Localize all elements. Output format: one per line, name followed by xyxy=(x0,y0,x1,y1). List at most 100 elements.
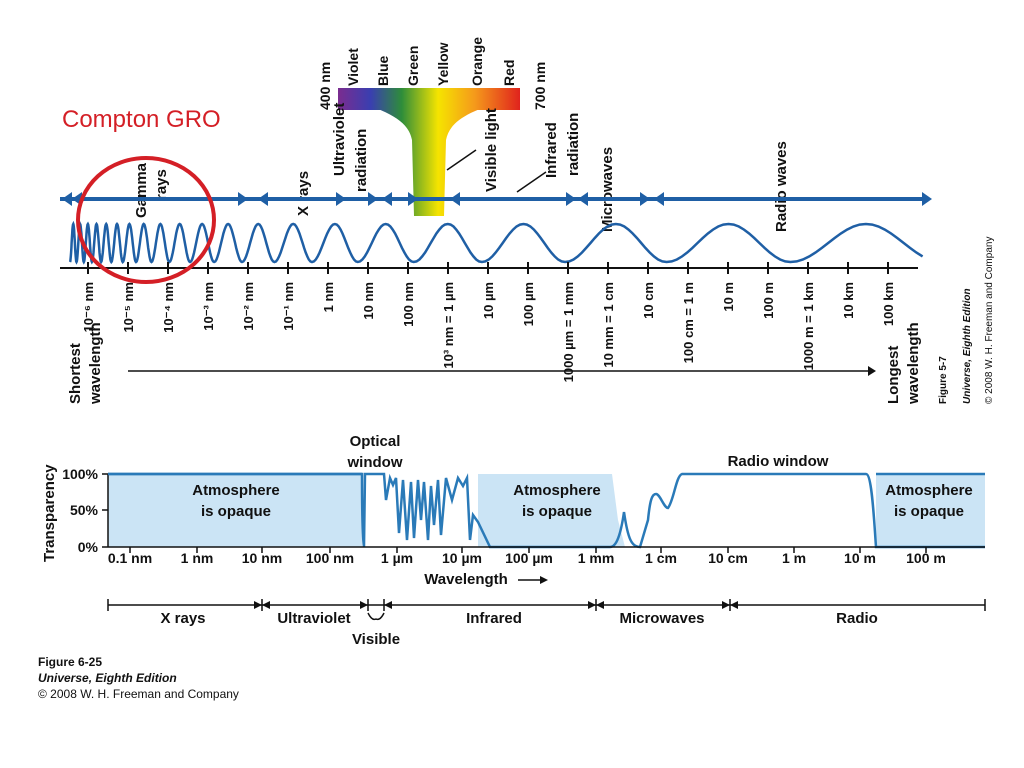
band-label-ultraviolet: radiation xyxy=(353,129,370,192)
opaque-label: is opaque xyxy=(201,503,271,520)
visible-end-400nm: 400 nm xyxy=(317,62,333,110)
top-credit-book: Universe, Eighth Edition xyxy=(962,288,973,404)
y-tick-label: 100% xyxy=(62,466,98,482)
x-tick-label: 100 m xyxy=(906,550,946,566)
scale-tick-label: 100 km xyxy=(881,282,896,326)
band-label-radio: Radio waves xyxy=(773,141,790,232)
wave-curve xyxy=(68,220,924,265)
region-label-infrared: Infrared xyxy=(466,610,522,627)
scale-tick-label: 100 cm = 1 m xyxy=(681,282,696,363)
x-axis-arrowhead xyxy=(540,576,548,584)
band-label-microwaves: Microwaves xyxy=(599,147,616,232)
band-arrowhead xyxy=(640,192,650,206)
x-axis-label: Wavelength xyxy=(424,571,508,588)
x-tick-label: 10 m xyxy=(844,550,876,566)
color-label-red: Red xyxy=(501,60,517,86)
transparency-fill xyxy=(108,474,985,547)
radio-window-label: Radio window xyxy=(728,453,829,470)
band-label-visible: Visible light xyxy=(483,108,500,192)
region-label-visible: Visible xyxy=(352,631,400,648)
band-label-ultraviolet: Ultraviolet xyxy=(331,103,348,176)
x-tick-label: 10 nm xyxy=(242,550,282,566)
infrared-leader-line xyxy=(516,171,547,193)
visible-end-700nm: 700 nm xyxy=(532,62,548,110)
band-arrowhead xyxy=(408,192,418,206)
region-label-ultraviolet: Ultraviolet xyxy=(277,610,350,627)
opaque-label: Atmosphere xyxy=(885,482,973,499)
x-tick-label: 1 cm xyxy=(645,550,677,566)
band-arrowhead xyxy=(578,192,588,206)
region-arrowhead xyxy=(262,601,270,609)
scale-tick-label: 10 km xyxy=(841,282,856,319)
band-arrowhead xyxy=(368,192,378,206)
x-tick-label: 10 cm xyxy=(708,550,748,566)
opaque-label: is opaque xyxy=(894,503,964,520)
caption-copyright: © 2008 W. H. Freeman and Company xyxy=(38,687,239,701)
scale-tick-label: 10 µm xyxy=(481,282,496,319)
color-label-blue: Blue xyxy=(375,55,391,86)
y-tick-label: 50% xyxy=(70,502,99,518)
scale-tick-label: 10 mm = 1 cm xyxy=(601,282,616,368)
compton-gro-circle xyxy=(76,156,216,284)
color-label-yellow: Yellow xyxy=(435,42,451,86)
scale-tick-label: 10 nm xyxy=(361,282,376,320)
x-tick-label: 1 mm xyxy=(578,550,615,566)
band-arrowhead xyxy=(62,192,72,206)
band-label-xrays: X rays xyxy=(295,171,312,216)
band-arrowhead xyxy=(566,192,576,206)
band-arrowhead xyxy=(922,192,932,206)
region-label-radio: Radio xyxy=(836,610,878,627)
top-credit-copyright: © 2008 W. H. Freeman and Company xyxy=(984,237,995,404)
x-tick-label: 10 µm xyxy=(442,550,482,566)
optical-window-label: Optical xyxy=(350,433,401,450)
figure-caption: Figure 6-25 Universe, Eighth Edition © 2… xyxy=(38,654,239,702)
region-label-microwaves: Microwaves xyxy=(619,610,704,627)
band-arrowhead xyxy=(450,192,460,206)
band-arrowhead xyxy=(382,192,392,206)
color-label-violet: Violet xyxy=(345,48,361,86)
scale-tick-label: 10⁻⁶ nm xyxy=(81,282,96,332)
color-label-green: Green xyxy=(405,46,421,86)
region-arrowhead xyxy=(588,601,596,609)
region-arrowhead xyxy=(254,601,262,609)
x-tick-label: 0.1 nm xyxy=(108,550,152,566)
color-label-orange: Orange xyxy=(469,37,485,86)
band-label-gamma: Gamma xyxy=(133,162,150,218)
shortest-label: wavelength xyxy=(87,322,104,405)
scale-tick-label: 10³ nm = 1 µm xyxy=(441,282,456,369)
scale-tick-label: 10⁻³ nm xyxy=(201,282,216,331)
band-label-infrared: radiation xyxy=(565,113,582,176)
scale-tick-label: 1000 µm = 1 mm xyxy=(561,282,576,382)
region-label-x-rays: X rays xyxy=(160,610,205,627)
visible-brace xyxy=(367,612,385,621)
optical-window-label: window xyxy=(347,454,403,471)
region-arrowhead xyxy=(360,601,368,609)
scale-tick-label: 1000 m = 1 km xyxy=(801,282,816,371)
longest-label: Longest xyxy=(885,346,902,404)
opaque-label: Atmosphere xyxy=(192,482,280,499)
longest-label: wavelength xyxy=(905,322,922,405)
band-arrowhead xyxy=(258,192,268,206)
scale-tick-label: 10 m xyxy=(721,282,736,312)
scale-tick-label: 100 nm xyxy=(401,282,416,327)
region-arrowhead xyxy=(722,601,730,609)
band-label-infrared: Infrared xyxy=(543,122,560,178)
caption-figure: Figure 6-25 xyxy=(38,655,103,669)
x-tick-label: 1 nm xyxy=(181,550,214,566)
x-tick-label: 1 m xyxy=(782,550,806,566)
band-arrowhead xyxy=(336,192,346,206)
x-tick-label: 100 nm xyxy=(306,550,354,566)
scale-tick-label: 10⁻⁵ nm xyxy=(121,282,136,333)
scale-tick-label: 100 µm xyxy=(521,282,536,326)
caption-book: Universe, Eighth Edition xyxy=(38,671,177,685)
wavelength-direction-arrowhead xyxy=(868,366,876,376)
y-tick-label: 0% xyxy=(78,539,99,555)
opaque-label: Atmosphere xyxy=(513,482,601,499)
region-arrowhead xyxy=(596,601,604,609)
scale-tick-label: 1 nm xyxy=(321,282,336,312)
band-label-gamma: rays xyxy=(153,169,170,200)
opaque-label: is opaque xyxy=(522,503,592,520)
region-arrowhead xyxy=(730,601,738,609)
top-credit-figure: Figure 5-7 xyxy=(938,356,949,404)
